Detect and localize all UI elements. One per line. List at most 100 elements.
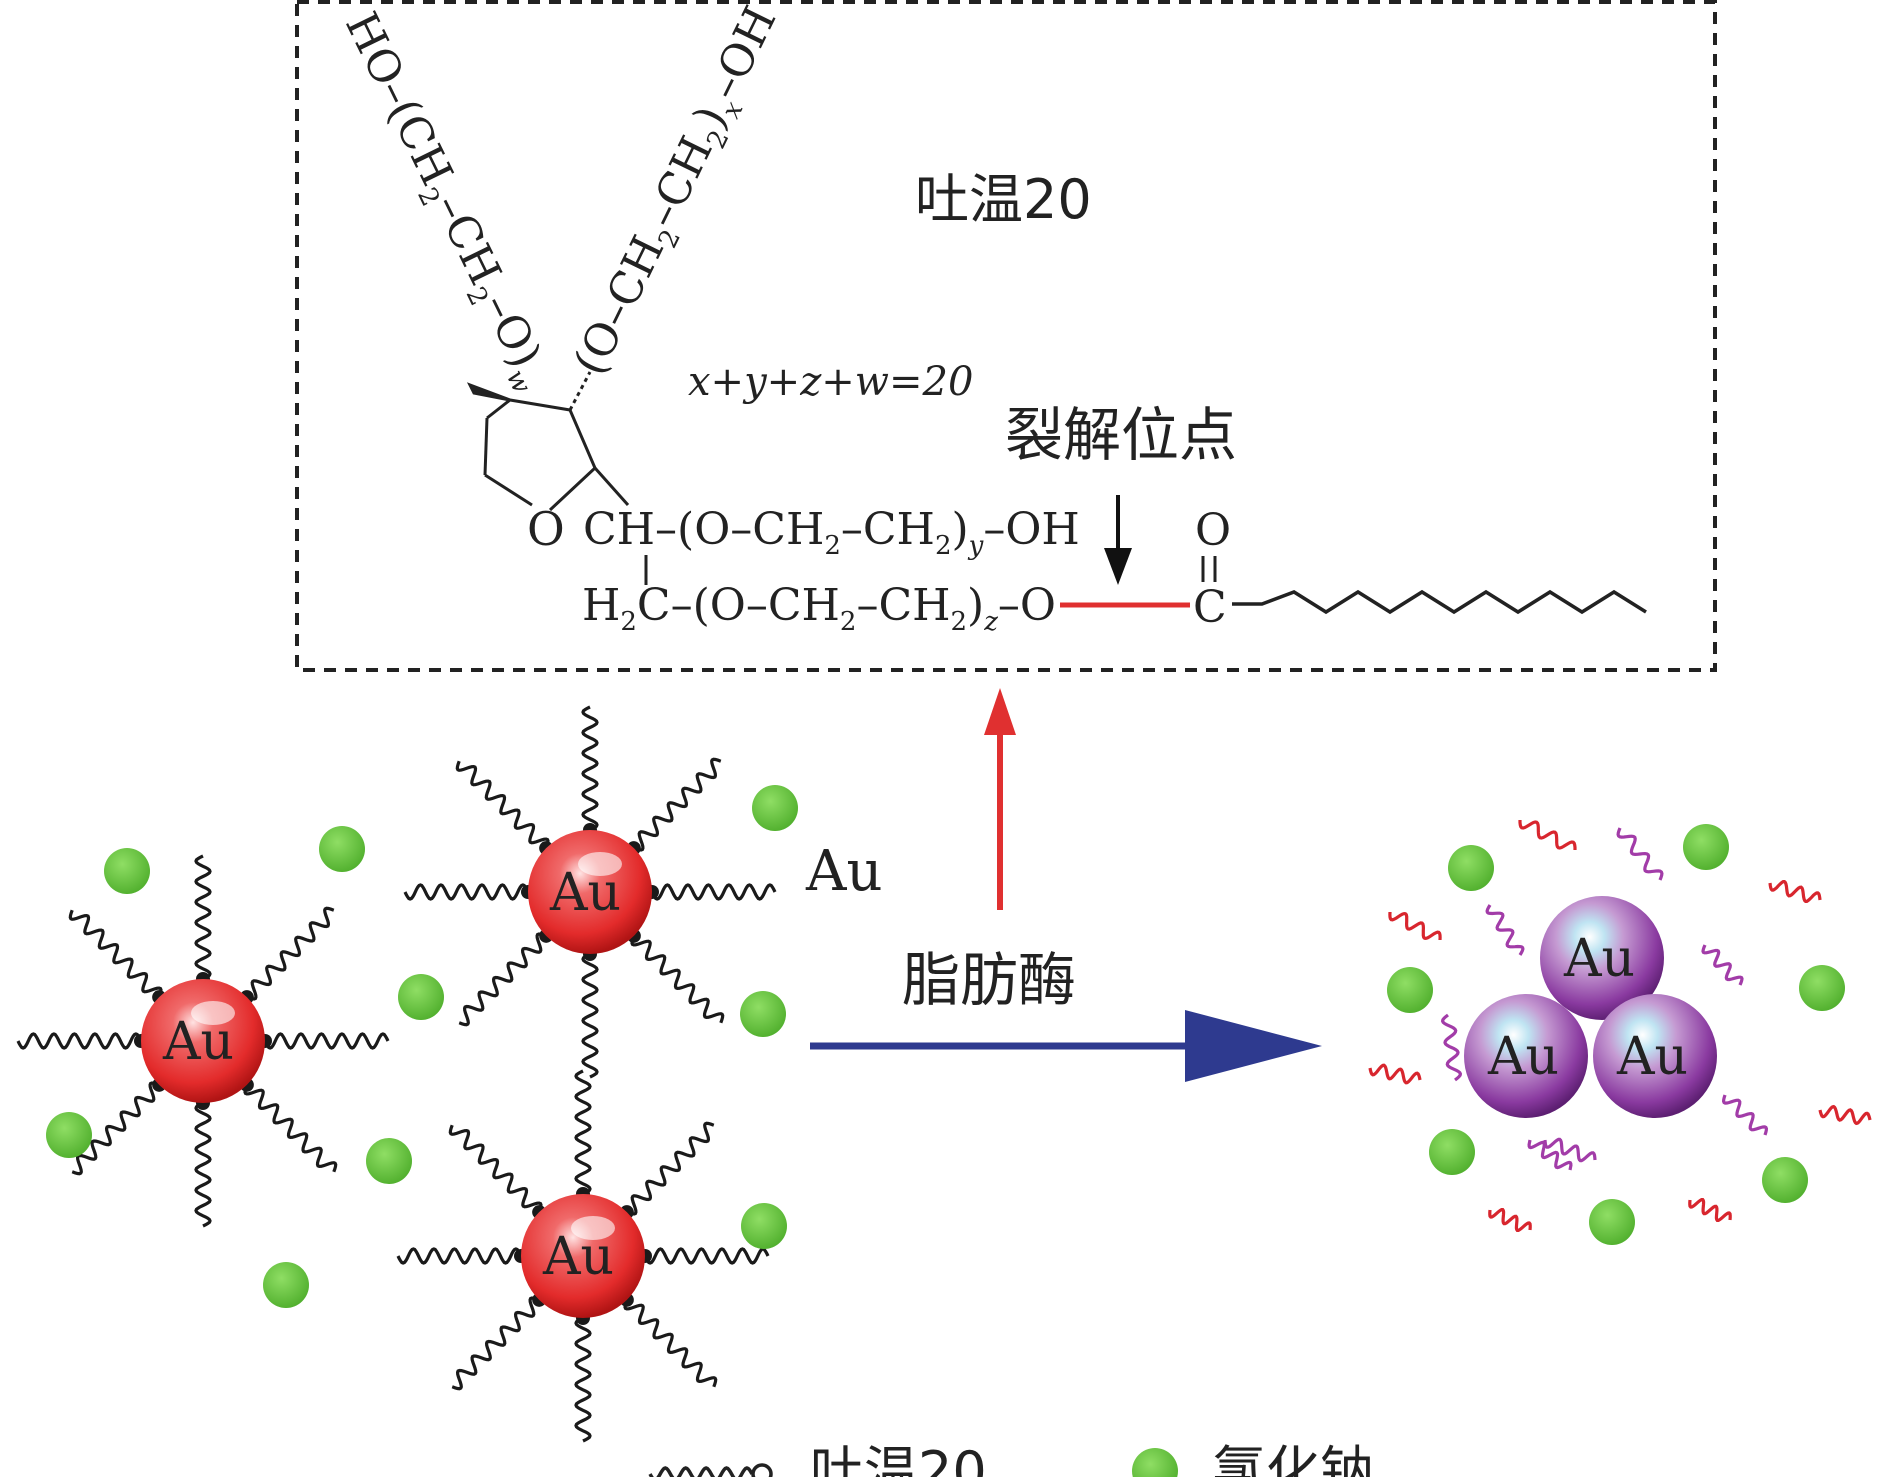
carbonyl-oxygen: O	[1195, 505, 1231, 556]
legend: 吐温20 氯化钠	[648, 1440, 1374, 1477]
nacl-dot	[1448, 845, 1494, 891]
au-label: Au	[542, 1227, 614, 1287]
alkyl-tail	[1232, 589, 1647, 615]
free-tween-fragment	[1768, 880, 1822, 903]
free-tween-fragment	[1368, 1063, 1422, 1085]
nacl-dot	[1387, 967, 1433, 1013]
tween20-ligand	[263, 1032, 390, 1050]
tween20-ligand	[626, 1121, 715, 1216]
au-label-floating: Au	[805, 839, 883, 904]
legend-nacl-label: 氯化钠	[1212, 1440, 1374, 1477]
gold-nanoparticle-purple	[1464, 994, 1588, 1118]
tween20-ligand	[581, 952, 599, 1079]
au-label: Au	[549, 863, 621, 923]
free-tween-fragment	[1388, 911, 1442, 941]
cleavage-arrow	[1104, 495, 1132, 585]
tween20-ligand	[246, 906, 335, 1001]
legend-tween-end	[751, 1463, 773, 1477]
tween20-ligand	[194, 854, 212, 981]
nacl-dot	[1762, 1157, 1808, 1203]
dashed-frame	[295, 0, 1717, 672]
reaction-arrow	[810, 1010, 1322, 1082]
structure-title: 吐温20	[915, 168, 1092, 231]
formula-row-1: CH–(O–CH2–CH2)y–OH	[583, 504, 1080, 561]
nacl-dot	[1589, 1199, 1635, 1245]
nacl-dot	[46, 1112, 92, 1158]
free-tween-fragment	[1543, 1137, 1597, 1163]
nacl-dot	[398, 974, 444, 1020]
tween20-ligand	[71, 1081, 160, 1176]
nacl-dot	[319, 826, 365, 872]
tween20-ligand	[68, 909, 163, 998]
free-tween-fragment	[1440, 1013, 1463, 1082]
tween20-ligand	[455, 760, 550, 849]
carbonyl-carbon: C	[1193, 582, 1227, 633]
aggregated-gold-particle: Au	[1464, 994, 1588, 1118]
free-tween-fragment	[1818, 1104, 1872, 1126]
free-tween-fragment	[1488, 1208, 1532, 1232]
tween20-ligand	[574, 1316, 592, 1443]
free-tween-fragment	[1518, 820, 1577, 850]
free-tween-fragment	[1721, 1094, 1769, 1136]
structure-box: 吐温20 x+y+z+w=20 裂解位点 HO–(CH2–CH2–O)w (O–…	[295, 0, 1717, 672]
tween20-ligand	[448, 1124, 543, 1213]
free-tween-fragment	[1527, 1139, 1573, 1171]
au-label: Au	[1563, 929, 1635, 989]
free-tween-fragment	[1485, 904, 1525, 956]
tween20-ligand	[194, 1101, 212, 1228]
highlight	[571, 1216, 615, 1240]
tween20-ligand	[581, 705, 599, 832]
nacl-dot	[1429, 1129, 1475, 1175]
nacl-dot	[1683, 824, 1729, 870]
lipase-label: 脂肪酶	[902, 946, 1076, 1014]
tween20-ligand	[633, 757, 722, 852]
ring-oxygen: O	[527, 502, 565, 556]
sum-equation: x+y+z+w=20	[688, 359, 973, 405]
tween20-ligand	[650, 883, 777, 901]
legend-nacl-dot	[1132, 1448, 1178, 1477]
chain-left: HO–(CH2–CH2–O)w	[330, 4, 561, 398]
legend-tween-wave	[648, 1466, 754, 1477]
free-tween-fragment	[1701, 944, 1744, 986]
aggregated-gold-particle: Au	[1593, 994, 1717, 1118]
tween20-ligand	[574, 1069, 592, 1196]
nacl-dot	[741, 1203, 787, 1249]
tween20-ligand	[396, 1247, 523, 1265]
nacl-dot	[740, 991, 786, 1037]
nacl-dot	[366, 1138, 412, 1184]
free-tween-fragment	[1616, 827, 1664, 881]
tween20-ligand	[623, 1299, 718, 1388]
free-tween-fragment	[1688, 1198, 1732, 1222]
sorbitan-ring	[466, 371, 630, 512]
au-label: Au	[1616, 1027, 1688, 1087]
tween20-ligand	[16, 1032, 143, 1050]
tween20-ligand	[243, 1084, 338, 1173]
au-label: Au	[162, 1012, 234, 1072]
svg-text:(O–CH2–CH2)x–OH: (O–CH2–CH2)x–OH	[564, 0, 792, 385]
coated-gold-particle: Au	[403, 705, 777, 1079]
nacl-dot	[752, 785, 798, 831]
highlight	[578, 852, 622, 876]
svg-text:HO–(CH2–CH2–O)w: HO–(CH2–CH2–O)w	[330, 4, 561, 398]
nacl-dot	[104, 848, 150, 894]
chain-right: (O–CH2–CH2)x–OH	[564, 0, 792, 385]
tween20-ligand	[451, 1296, 540, 1391]
au-label: Au	[1487, 1027, 1559, 1087]
tween20-ligand	[458, 932, 547, 1027]
nacl-dot	[1799, 965, 1845, 1011]
gold-nanoparticle-purple	[1540, 896, 1664, 1020]
red-arrow-up	[984, 688, 1016, 910]
tween20-ligand	[643, 1247, 770, 1265]
aggregated-gold-particle: Au	[1540, 896, 1664, 1020]
legend-tween-label: 吐温20	[810, 1440, 987, 1477]
nacl-dot	[263, 1262, 309, 1308]
formula-row-2: H2C–(O–CH2–CH2)z–O	[582, 580, 1056, 637]
gold-nanoparticle-purple	[1593, 994, 1717, 1118]
tween20-ligand	[403, 883, 530, 901]
tween20-ligand	[630, 935, 725, 1024]
coated-gold-particle: Au	[16, 854, 390, 1228]
coated-gold-particle: Au	[396, 1069, 770, 1443]
